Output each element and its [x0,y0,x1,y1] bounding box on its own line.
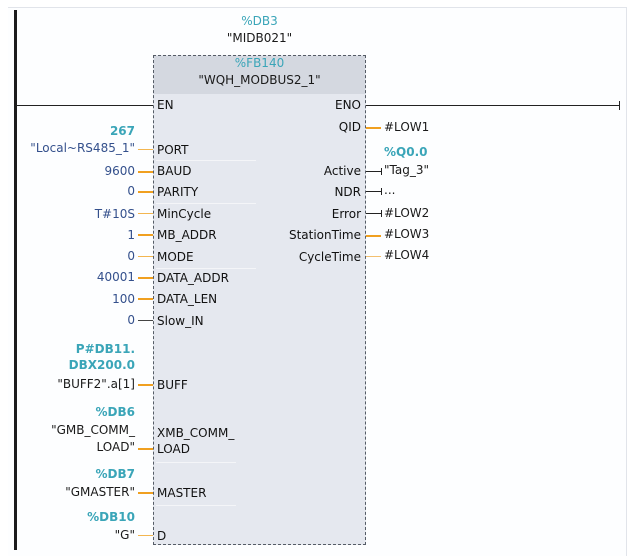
function-block[interactable]: %FB140 "WQH_MODBUS2_1" [153,55,366,545]
port-value[interactable]: "Local~RS485_1" [30,141,135,155]
master-value[interactable]: "GMASTER" [65,485,135,499]
mode-value[interactable]: 0 [127,249,135,263]
qid-wire [366,127,381,129]
active-wire [366,171,381,172]
master-wire [138,492,153,494]
qid-value[interactable]: #LOW1 [384,120,430,134]
pin-xmb-line1[interactable]: XMB_COMM_ [157,426,235,440]
buff-address-line1: P#DB11. [75,342,135,356]
parity-value[interactable]: 0 [127,184,135,198]
active-address: %Q0.0 [384,145,428,159]
error-wire [366,213,381,214]
slow-in-value[interactable]: 0 [127,313,135,327]
pin-mb-addr[interactable]: MB_ADDR [157,228,217,242]
power-rail [14,10,17,550]
pin-mincycle[interactable]: MinCycle [157,207,212,221]
active-wire-end [381,168,382,175]
block-fb-number: %FB140 [234,56,285,70]
master-address: %DB7 [95,467,135,481]
xmb-wire [138,448,153,450]
pin-xmb-line2[interactable]: LOAD [157,442,190,456]
pin-stationtime[interactable]: StationTime [288,228,361,242]
port-address: 267 [109,124,135,138]
pin-port[interactable]: PORT [157,143,189,157]
instance-db-name[interactable]: "MIDB021" [226,31,293,45]
stationtime-wire [366,235,381,237]
active-value[interactable]: "Tag_3" [384,163,429,177]
data-len-value[interactable]: 100 [112,292,135,306]
eno-wire[interactable] [366,105,620,106]
pin-d[interactable]: D [157,529,167,543]
en-wire[interactable] [16,105,153,106]
pin-separator [156,505,236,506]
pin-active[interactable]: Active [323,164,361,178]
xmb-address: %DB6 [95,405,135,419]
ndr-wire [366,191,381,192]
error-wire-end [381,210,382,217]
eno-wire-end [619,101,620,110]
instance-db-address[interactable]: %DB3 [241,14,278,28]
pin-eno[interactable]: ENO [334,98,361,112]
pin-en[interactable]: EN [157,98,174,112]
pin-separator [156,160,256,161]
d-value[interactable]: "G" [114,528,135,542]
data-addr-value[interactable]: 40001 [96,270,135,284]
cycletime-value[interactable]: #LOW4 [384,248,430,262]
buff-wire [138,384,153,386]
slow-in-wire [138,320,153,321]
stationtime-value[interactable]: #LOW3 [384,227,430,241]
data-len-wire [138,298,153,300]
ndr-value[interactable]: ... [384,183,396,197]
ndr-wire-end [381,188,382,195]
pin-mode[interactable]: MODE [157,250,194,264]
block-title: "WQH_MODBUS2_1" [198,73,321,87]
pin-separator [156,203,256,204]
error-value[interactable]: #LOW2 [384,206,430,220]
d-wire [138,535,153,536]
cycletime-wire [366,256,381,257]
pin-buff[interactable]: BUFF [157,378,188,392]
pin-parity[interactable]: PARITY [157,185,199,199]
pin-cycletime[interactable]: CycleTime [298,250,361,264]
baud-value[interactable]: 9600 [104,164,135,178]
buff-value[interactable]: "BUFF2".a[1] [57,377,135,391]
baud-wire [138,171,153,173]
pin-ndr[interactable]: NDR [334,185,361,199]
parity-wire [138,191,153,193]
pin-baud[interactable]: BAUD [157,164,192,178]
mode-wire [138,256,153,257]
pin-data-addr[interactable]: DATA_ADDR [157,271,229,285]
pin-separator [156,462,236,463]
mincycle-wire [138,213,153,214]
pin-data-len[interactable]: DATA_LEN [157,292,218,306]
xmb-value-line2[interactable]: LOAD" [96,440,135,454]
pin-slow-in[interactable]: Slow_IN [157,314,204,328]
port-wire [138,149,153,150]
data-addr-wire [138,277,153,279]
d-address: %DB10 [87,510,135,524]
pin-qid[interactable]: QID [338,120,361,134]
mincycle-value[interactable]: T#10S [94,207,135,221]
block-header: %FB140 "WQH_MODBUS2_1" [154,56,365,94]
mb-addr-wire [138,234,153,236]
xmb-value-line1[interactable]: "GMB_COMM_ [51,423,135,437]
mb-addr-value[interactable]: 1 [127,228,135,242]
pin-master[interactable]: MASTER [157,486,207,500]
pin-error[interactable]: Error [331,207,361,221]
buff-address-line2: DBX200.0 [68,358,135,372]
pin-separator [156,268,256,269]
